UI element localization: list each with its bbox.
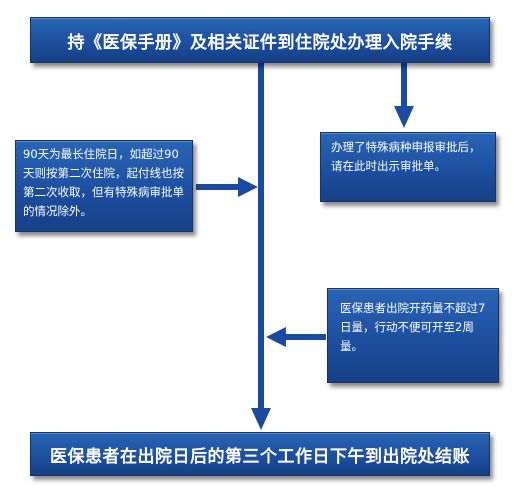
discharge-medication-note-text: 医保患者出院开药量不超过7日量，行动不便可开至2周量。: [340, 301, 486, 353]
special-disease-note-text: 办理了特殊病种申报审批后，请在此时出示审批单。: [331, 140, 481, 173]
right-down-arrowhead: [394, 106, 414, 128]
settlement-step-banner: 医保患者在出院日后的第三个工作日下午到出院处结账: [30, 432, 490, 476]
discharge-medication-note: 医保患者出院开药量不超过7日量，行动不便可开至2周量。: [327, 288, 499, 383]
settlement-step-text: 医保患者在出院日后的第三个工作日下午到出院处结账: [50, 446, 470, 467]
main-flow-arrowhead: [251, 408, 271, 430]
left-note-arrowhead: [238, 177, 258, 197]
max-stay-note: 90天为最长住院日，如超过90天则按第二次住院，起付线也按第二次收取，但有特殊病…: [15, 140, 193, 232]
max-stay-note-text: 90天为最长住院日，如超过90天则按第二次住院，起付线也按第二次收取，但有特殊病…: [23, 147, 184, 218]
admission-step-banner: 持《医保手册》及相关证件到住院处办理入院手续: [30, 17, 490, 63]
right-note-arrowhead: [266, 327, 286, 347]
special-disease-note: 办理了特殊病种申报审批后，请在此时出示审批单。: [320, 132, 496, 202]
admission-step-text: 持《医保手册》及相关证件到住院处办理入院手续: [67, 32, 453, 53]
